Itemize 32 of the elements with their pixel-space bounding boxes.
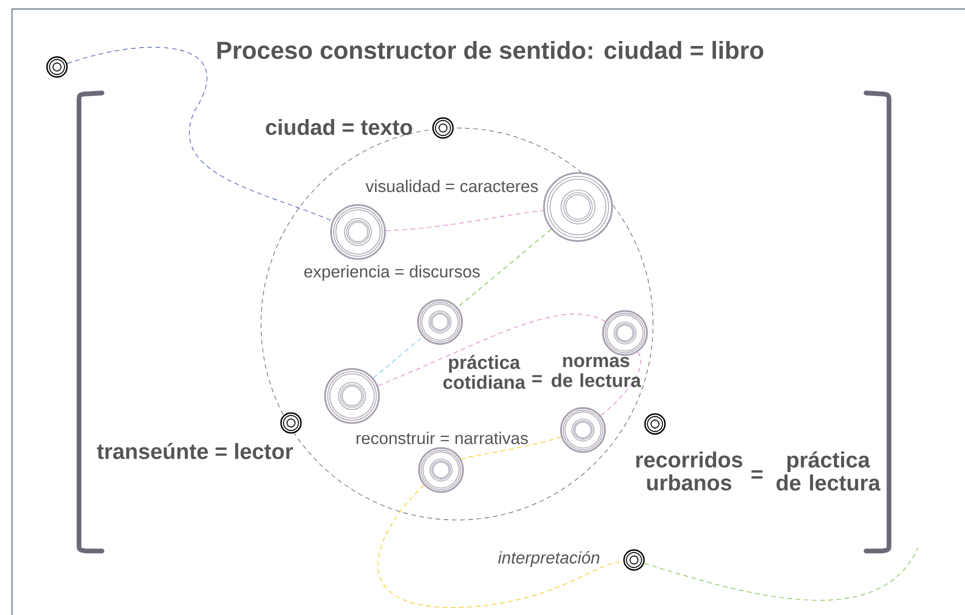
dashed-curve — [460, 436, 562, 460]
ring-icon — [46, 56, 68, 78]
ring-icon — [602, 310, 648, 356]
label-text: práctica cotidiana — [443, 355, 526, 389]
label-text: = — [532, 375, 542, 382]
label-text: normas de lectura — [552, 356, 642, 388]
dashed-curve — [457, 228, 552, 308]
dashed-curve — [378, 314, 606, 386]
label-text: = — [752, 470, 762, 479]
label-text: reconstruir = narrativas — [356, 432, 528, 444]
dashed-curve — [644, 548, 918, 600]
label-text: transeúnte = lector — [96, 442, 293, 460]
dashed-curve — [386, 210, 544, 232]
ring-icon — [324, 368, 380, 424]
ring-icon — [432, 117, 454, 139]
ring-icon — [543, 172, 613, 242]
label-text: recorridos urbanos — [636, 451, 742, 491]
ring-icon — [330, 204, 386, 260]
label-text: práctica de lectura — [776, 451, 880, 491]
ring-icon — [417, 299, 463, 345]
label-text: ciudad = texto — [266, 118, 412, 136]
dashed-curve — [373, 336, 423, 378]
ring-icon — [623, 549, 645, 571]
label-text: visualidad = caracteres — [366, 180, 538, 192]
ring-icon — [418, 447, 464, 493]
label-text: experiencia = discursos — [304, 265, 480, 281]
dashed-curve — [66, 46, 333, 222]
dashed-curve — [600, 352, 641, 416]
ring-icon — [644, 413, 666, 435]
ring-icon — [560, 407, 606, 453]
title: Proceso constructor de sentido: ciudad = libro — [217, 40, 764, 60]
label-text: interpretación — [498, 551, 600, 567]
